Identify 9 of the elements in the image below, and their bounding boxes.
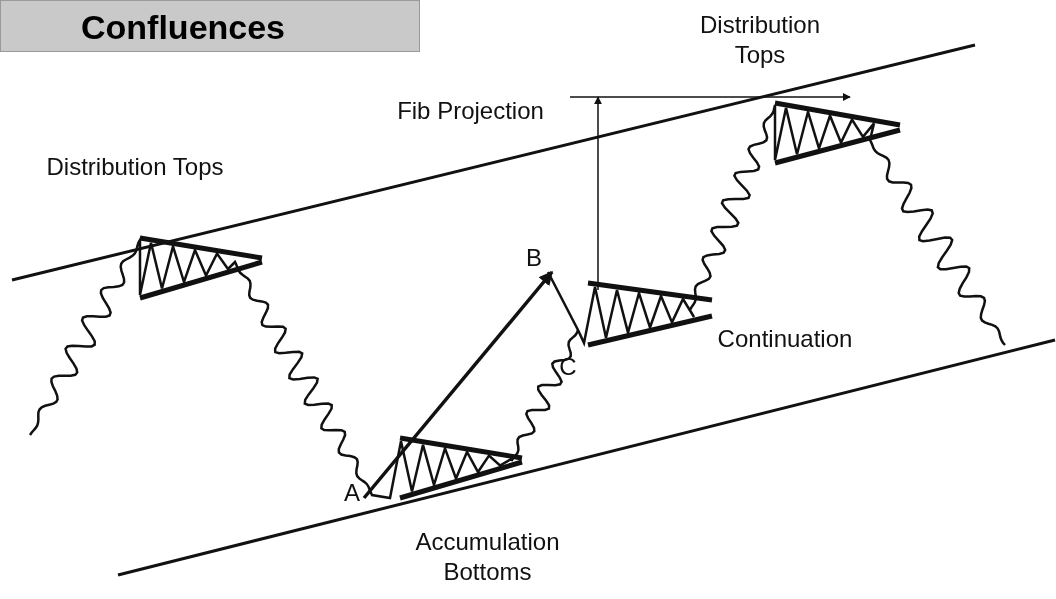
point-label: B [522, 243, 546, 273]
title-banner: Confluences [0, 0, 420, 52]
point-label: A [340, 478, 364, 508]
annotation-label: Accumulation Bottoms [414, 527, 561, 587]
annotation-label: Continuation [716, 324, 854, 354]
annotation-label: Distribution Tops [698, 10, 821, 70]
annotation-label: Fib Projection [396, 96, 545, 126]
arrow [362, 270, 554, 500]
annotation-label: Distribution Tops [45, 152, 225, 182]
